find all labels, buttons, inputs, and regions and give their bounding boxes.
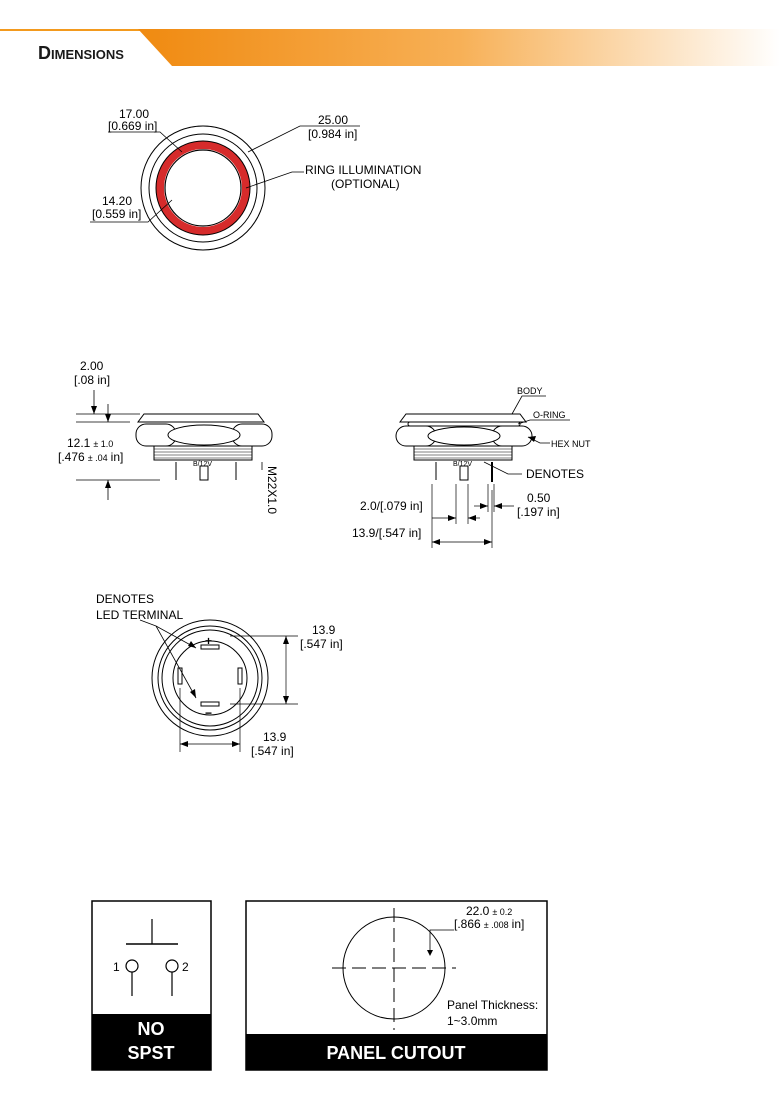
schematic-box: 1 2 NO SPST	[91, 900, 212, 1071]
ring-label-2: (OPTIONAL)	[331, 177, 400, 191]
terminal-top	[200, 644, 220, 650]
outer-dim-leader	[247, 125, 360, 153]
cutout-label: PANEL CUTOUT	[326, 1043, 465, 1063]
terminal-2	[165, 959, 179, 973]
voltage-mark-right: B/12V	[453, 461, 472, 468]
h-dim-in-text: [.547 in]	[251, 744, 294, 758]
pin-gap-text: 2.0/[.079 in]	[360, 499, 423, 513]
thread-body	[153, 445, 253, 461]
hex-nut-center-2	[427, 426, 501, 446]
body-label: BODY	[517, 386, 543, 396]
outer-dim-in-text: [0.984 in]	[308, 127, 357, 141]
section-header: DIMENSIONS	[0, 29, 780, 66]
pin-1-label: 1	[113, 960, 120, 974]
panel-thickness-label: Panel Thickness:	[447, 998, 538, 1012]
header-banner	[138, 29, 780, 66]
pin-center	[199, 465, 209, 481]
side-view-right: B/12V BODY O-RING HEX NUT DENOTES 2.0/[.…	[352, 386, 591, 548]
terminal-right	[237, 667, 243, 685]
head-dim-in-text: [.08 in]	[74, 373, 110, 387]
side-view-left: B/12V 2.00 [.08 in] 12.1± 1.0 [.476± .04…	[58, 359, 279, 514]
front-view: 17.00 [0.669 in] 25.00 [0.984 in] RING I…	[90, 107, 421, 251]
hex-nut-center	[167, 424, 241, 446]
bezel-inner-edge	[148, 133, 258, 243]
plus-mark: +	[205, 634, 212, 648]
schematic-label-no: NO	[138, 1019, 165, 1039]
denotes-label-bottom: DENOTES	[96, 592, 154, 606]
head-cap-2	[399, 413, 527, 423]
thread-text: M22X1.0	[265, 466, 279, 514]
pin-center-2	[459, 465, 469, 481]
thread-body-2	[413, 445, 513, 461]
ring-label-1: RING ILLUMINATION	[305, 163, 421, 177]
bottom-view: + − DENOTES LED TERMINAL 13.9 [.547 in] …	[96, 592, 343, 758]
bottom-ring-3	[161, 629, 259, 727]
lens-dim-text: 14.20	[102, 194, 132, 208]
length-dim-text: 12.1± 1.0	[67, 436, 113, 450]
cutout-dim-text: 22.0± 0.2	[466, 904, 512, 918]
outer-dim-text: 25.00	[318, 113, 348, 127]
terminal-left	[177, 667, 183, 685]
bottom-ring-2	[157, 625, 263, 731]
head-dim-text: 2.00	[80, 359, 104, 373]
o-ring	[407, 421, 521, 427]
pin-span-text: 13.9/[.547 in]	[352, 526, 421, 540]
denotes-label: DENOTES	[526, 467, 584, 481]
lens-dim-in-text: [0.559 in]	[92, 207, 141, 221]
schematic-label-spst: SPST	[127, 1043, 174, 1063]
panel-thickness-value: 1~3.0mm	[447, 1014, 497, 1028]
pin-2-label: 2	[182, 960, 189, 974]
inner-dim-text: 17.00	[119, 107, 149, 121]
inner-dim-leader	[108, 131, 183, 153]
bottom-outer	[151, 619, 269, 737]
schematic-label-bar	[92, 1014, 211, 1070]
inner-dim-in-text: [0.669 in]	[108, 119, 157, 133]
v-dim-in-text: [.547 in]	[300, 637, 343, 651]
led-terminal-label: LED TERMINAL	[96, 608, 183, 622]
lens-dim-leader	[90, 199, 173, 223]
section-title: DIMENSIONS	[38, 43, 124, 63]
v-dim-text: 13.9	[312, 623, 336, 637]
pin-width-in-text: [.197 in]	[517, 505, 560, 519]
ring-outline-outer	[155, 140, 251, 236]
voltage-mark-left: B/12V	[193, 461, 212, 468]
bottom-inner	[172, 640, 248, 716]
hexnut-label: HEX NUT	[551, 439, 591, 449]
pin-width-text: 0.50	[527, 491, 551, 505]
minus-mark: −	[205, 706, 212, 720]
outer-bezel	[140, 125, 266, 251]
oring-label: O-RING	[533, 410, 566, 420]
terminal-bottom	[200, 701, 220, 707]
cutout-label-bar	[246, 1034, 547, 1070]
ring-leader	[245, 171, 304, 189]
head-cap	[137, 413, 265, 423]
terminal-1	[125, 959, 139, 973]
h-dim-text: 13.9	[263, 730, 287, 744]
lens	[164, 149, 242, 227]
